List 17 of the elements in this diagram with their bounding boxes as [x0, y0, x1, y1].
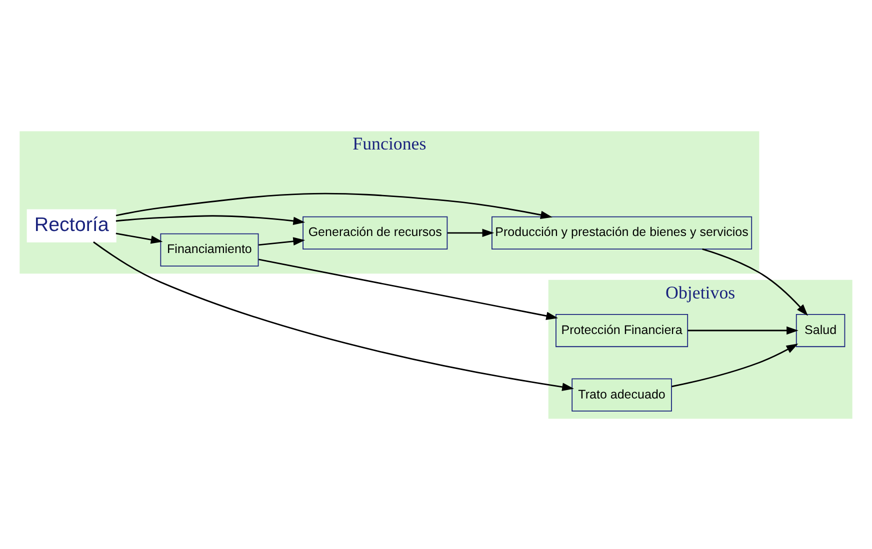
arrow	[258, 236, 306, 246]
node-box: Producción y prestación de bienes y servicios	[492, 216, 752, 249]
node-box: Salud	[796, 313, 846, 347]
node-box: Financiamiento	[160, 232, 259, 266]
arrow	[672, 343, 798, 387]
arrow	[702, 248, 808, 316]
arrow	[93, 240, 574, 391]
arrow	[116, 192, 552, 218]
arrow	[116, 232, 163, 244]
arrow	[116, 214, 306, 225]
arrow	[258, 258, 558, 320]
arrow	[688, 326, 798, 334]
node-box: Trato adecuado	[572, 378, 672, 412]
arrow	[448, 228, 494, 237]
node-box: Protección Financiera	[556, 313, 688, 347]
node-box: Rectoría	[26, 208, 116, 242]
node-box: Generación de recursos	[302, 216, 448, 249]
